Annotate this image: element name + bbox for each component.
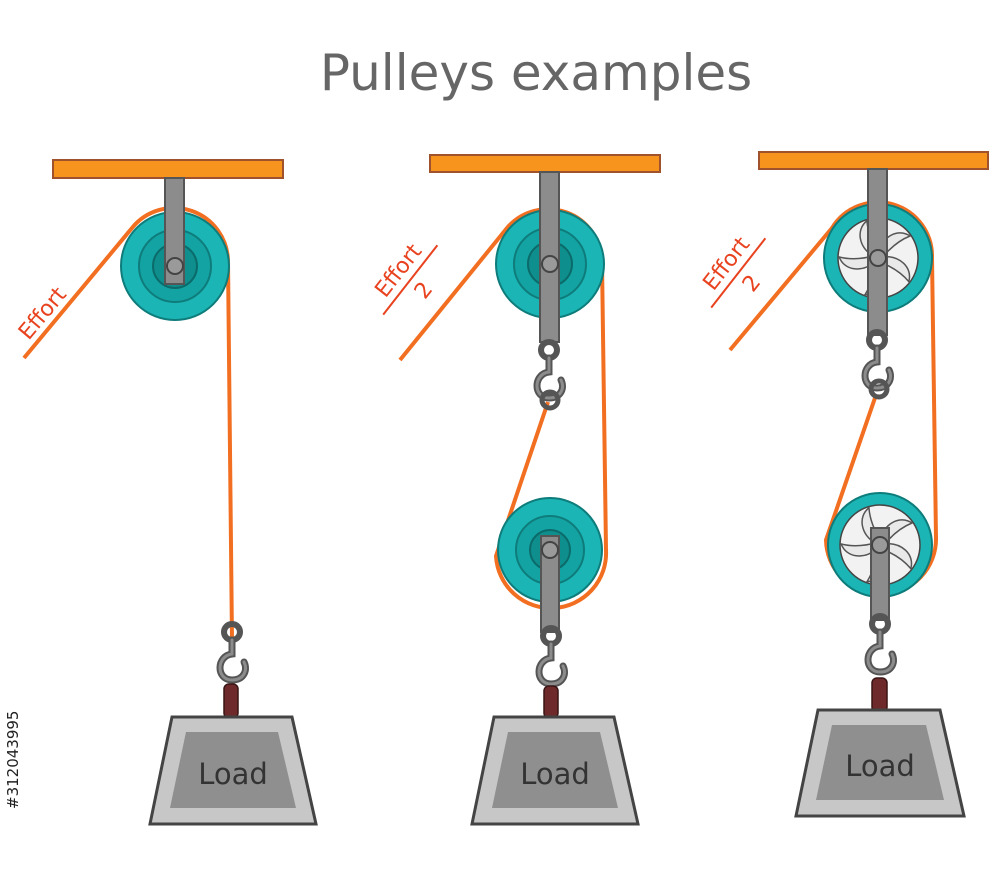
stock-id-watermark: #312043995 xyxy=(4,710,22,810)
axle xyxy=(871,536,889,554)
load-label: Load xyxy=(198,757,268,791)
rope-ring xyxy=(868,378,890,400)
fraction-bar xyxy=(382,244,439,316)
pulley-bracket xyxy=(164,177,185,285)
axle xyxy=(869,249,887,267)
effort-denominator: 2 xyxy=(738,270,766,296)
fraction-bar xyxy=(710,237,767,309)
load-hook xyxy=(539,628,565,684)
effort-fraction: Effort 2 xyxy=(370,239,439,316)
ceiling-beam xyxy=(429,154,661,173)
load-label: Load xyxy=(845,749,915,783)
load-shackle xyxy=(543,685,559,719)
load-weight xyxy=(794,708,966,818)
axle xyxy=(166,257,184,275)
load-label: Load xyxy=(520,757,590,791)
load-shackle xyxy=(871,677,888,713)
fan-pulley-example: Effort 2 Load xyxy=(698,151,989,818)
load-weight xyxy=(470,715,640,826)
ceiling-beam xyxy=(758,151,989,170)
load-hook xyxy=(868,616,894,672)
load-shackle xyxy=(223,683,239,719)
effort-denominator: 2 xyxy=(410,277,438,303)
pulley-bracket xyxy=(540,535,560,633)
load-weight xyxy=(148,715,318,826)
rope-ring xyxy=(539,389,561,411)
ceiling-beam xyxy=(52,159,284,179)
axle xyxy=(541,255,559,273)
effort-fraction: Effort 2 xyxy=(698,232,767,309)
single-fixed-pulley-example: Effort Load xyxy=(14,159,318,826)
axle xyxy=(541,541,559,559)
page-title: Pulleys examples xyxy=(320,44,752,102)
compound-pulley-example: Effort 2 Load xyxy=(370,154,661,826)
